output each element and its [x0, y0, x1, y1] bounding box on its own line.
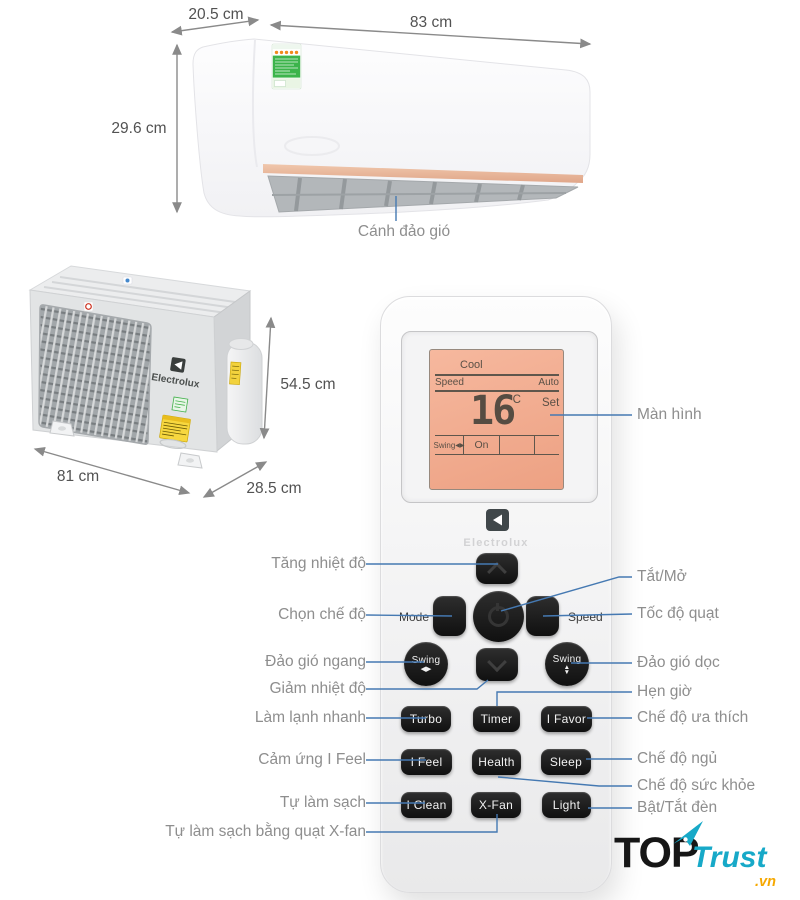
outdoor-unit: Electrolux	[28, 265, 263, 469]
swing-vertical-arrow-up-icon: ▲	[563, 663, 571, 671]
callout-vane: Cánh đảo gió	[357, 223, 451, 240]
indoor-side-crease	[251, 39, 258, 168]
indoor-dimensions	[170, 16, 592, 214]
callout-iclean: Tự làm sạch	[279, 794, 366, 811]
lcd-swing-state: On	[464, 436, 500, 454]
swing-horizontal-arrows-icon: ◀▶	[420, 666, 432, 673]
indoor-inverter-mark	[284, 136, 340, 156]
callout-ifavor: Chế độ ưa thích	[637, 709, 749, 726]
callout-temp-up: Tăng nhiệt độ	[271, 555, 366, 572]
lcd-set-label: Set	[542, 397, 560, 409]
callout-swing-vertical: Đảo gió dọc	[637, 654, 720, 671]
mode-button[interactable]	[433, 596, 466, 636]
outdoor-blue-sticker	[122, 276, 133, 285]
outdoor-width-label: 81 cm	[57, 468, 99, 485]
lcd-swing-label: Swing	[433, 440, 456, 450]
lcd-divider	[435, 390, 559, 392]
indoor-unit	[192, 38, 591, 218]
callout-turbo: Làm lạnh nhanh	[254, 709, 366, 726]
power-icon	[488, 603, 509, 627]
outdoor-height-label: 54.5 cm	[280, 376, 335, 393]
watermark-trust-text: Trust	[692, 841, 767, 874]
timer-button[interactable]: Timer	[473, 706, 520, 732]
xfan-button[interactable]: X-Fan	[471, 792, 521, 818]
callout-light: Bật/Tắt đèn	[637, 799, 718, 816]
callout-timer: Hẹn giờ	[637, 683, 692, 700]
indoor-width-arrow	[269, 20, 592, 49]
watermark-vn-text: .vn	[755, 874, 776, 890]
lcd-swing-arrows-icon: ◀▶	[455, 442, 465, 449]
swing-vertical-button[interactable]: Swing ▲ ▼	[545, 642, 589, 686]
iclean-button[interactable]: I Clean	[401, 792, 452, 818]
lcd-temperature: 16	[470, 388, 516, 434]
callout-swing-horizontal: Đảo gió ngang	[265, 653, 366, 670]
callout-screen: Màn hình	[637, 406, 702, 423]
outdoor-pipe-cover	[226, 341, 263, 445]
outdoor-width-arrow	[33, 446, 191, 496]
callout-fan-speed: Tốc độ quạt	[637, 605, 719, 622]
ifavor-button[interactable]: I Favor	[541, 706, 592, 732]
swing-vertical-arrow-down-icon: ▼	[563, 668, 571, 676]
remote-lcd-display: Cool Speed Auto 16 °C Set Swing ◀▶ On	[429, 349, 564, 490]
outdoor-warning-label	[159, 414, 191, 443]
indoor-strip	[263, 164, 583, 183]
outdoor-top-ridges	[43, 276, 243, 314]
outdoor-pipe-cap	[228, 338, 254, 350]
lcd-empty-cell	[500, 436, 535, 454]
callout-mode: Chọn chế độ	[278, 606, 366, 623]
lcd-mode-value: Cool	[460, 359, 483, 371]
swing-horizontal-button[interactable]: Swing ◀▶	[404, 642, 448, 686]
temp-up-button[interactable]	[476, 553, 518, 584]
toptrust-watermark: TOP Trust .vn	[612, 821, 798, 894]
outdoor-red-sticker	[83, 301, 94, 312]
remote-display-bezel: Cool Speed Auto 16 °C Set Swing ◀▶ On	[401, 331, 598, 503]
temp-down-button[interactable]	[476, 648, 518, 681]
callout-xfan: Tự làm sạch bằng quạt X-fan	[165, 823, 366, 840]
sleep-button[interactable]: Sleep	[541, 749, 591, 775]
indoor-depth-label: 20.5 cm	[188, 6, 243, 23]
outdoor-dimensions	[33, 316, 276, 498]
outdoor-grille	[38, 304, 152, 445]
outdoor-depth-label: 28.5 cm	[246, 480, 301, 497]
swing-v-label: Swing	[552, 653, 582, 665]
lcd-empty-cell	[535, 436, 559, 454]
speed-button[interactable]	[526, 596, 559, 636]
lcd-divider	[435, 374, 559, 376]
indoor-depth-arrow	[170, 16, 260, 36]
indoor-width-label: 83 cm	[410, 14, 452, 31]
lcd-status-row: Swing ◀▶ On	[433, 435, 559, 455]
lcd-temp-unit: °C	[508, 394, 521, 406]
remote-control: Cool Speed Auto 16 °C Set Swing ◀▶ On	[380, 296, 612, 893]
callout-health: Chế độ sức khỏe	[637, 777, 756, 794]
outdoor-height-arrow	[259, 316, 276, 440]
callout-temp-down: Giảm nhiệt độ	[269, 680, 367, 697]
speed-button-label: Speed	[568, 610, 603, 624]
callout-ifeel: Cảm ứng I Feel	[258, 751, 366, 768]
electrolux-logo-icon	[486, 509, 509, 531]
indoor-vent-shadow	[271, 192, 567, 196]
swing-h-label: Swing	[411, 655, 441, 666]
lcd-speed-value: Auto	[538, 377, 559, 388]
health-button[interactable]: Health	[472, 749, 521, 775]
chevron-up-icon	[487, 561, 507, 582]
callout-power: Tắt/Mở	[637, 568, 687, 585]
remote-brand-text: Electrolux	[463, 537, 529, 549]
paper-plane-icon	[673, 821, 703, 846]
indoor-height-label: 29.6 cm	[111, 120, 166, 137]
mode-button-label: Mode	[398, 610, 429, 624]
outdoor-green-label	[171, 396, 189, 413]
callout-sleep: Chế độ ngủ	[637, 750, 718, 767]
indoor-energy-label	[271, 43, 302, 90]
ifeel-button[interactable]: I Feel	[401, 749, 452, 775]
lcd-swing-cell: Swing ◀▶	[433, 436, 465, 454]
turbo-button[interactable]: Turbo	[401, 706, 451, 732]
power-button[interactable]	[473, 591, 524, 642]
outdoor-depth-arrow	[202, 461, 268, 498]
light-button[interactable]: Light	[542, 792, 591, 818]
chevron-down-icon	[487, 651, 507, 672]
outdoor-pipe-label	[229, 361, 242, 385]
lcd-speed-label: Speed	[435, 377, 464, 388]
